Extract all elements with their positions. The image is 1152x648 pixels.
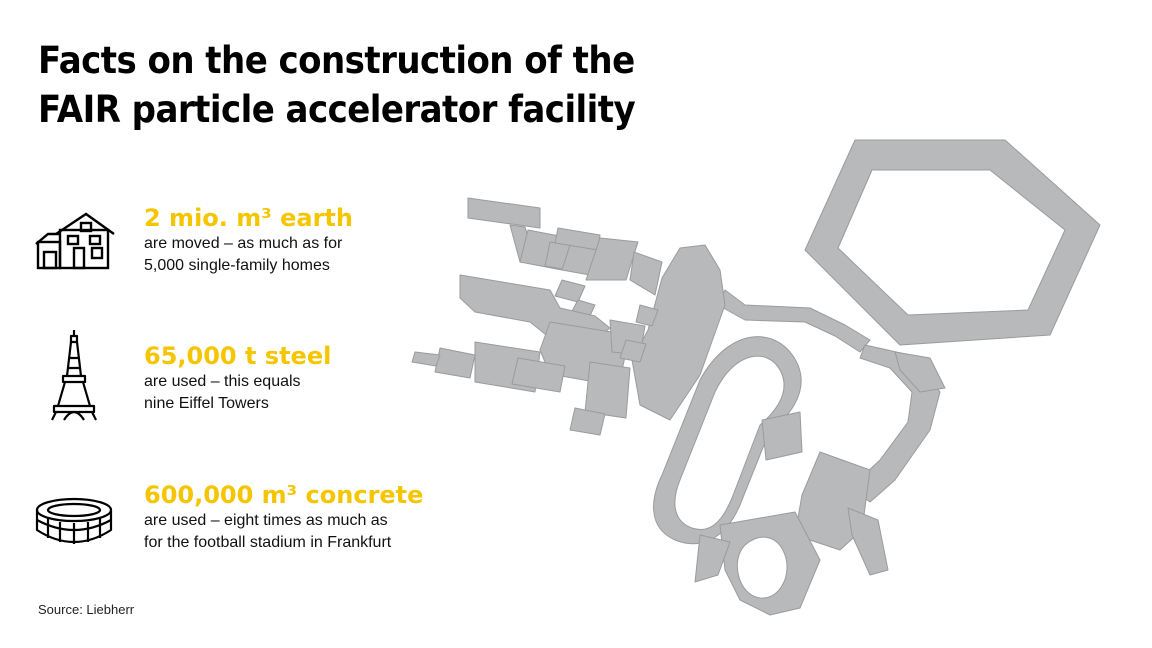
campus-building [511,357,566,393]
fact-description: are used – eight times as much as for th… [144,512,392,551]
fact-headline: 2 mio. m³ earth [144,204,353,232]
campus-building [635,304,659,327]
campus-building [629,251,663,296]
eiffel-tower-icon [50,328,98,422]
lower-spur [694,534,731,583]
lower-hall-east [847,507,889,576]
fact-headline: 600,000 m³ concrete [144,481,424,509]
page-title: Facts on the construction of the FAIR pa… [38,36,664,134]
lower-loop [719,511,821,616]
campus-building [585,237,639,281]
campus-building [584,361,631,419]
fact-concrete: 600,000 m³ concrete are used – eight tim… [144,480,423,554]
transfer-building [761,411,803,461]
title-line-2: FAIR particle accelerator facility [38,88,636,131]
fact-steel: 65,000 t steel are used – this equals ni… [144,341,331,415]
fact-headline: 65,000 t steel [144,342,332,370]
facility-map-illustration [400,130,1120,635]
fact-description: are used – this equals nine Eiffel Tower… [144,373,301,412]
stadium-icon [34,496,114,546]
campus-building [619,339,647,363]
title-line-1: Facts on the construction of the [38,39,635,82]
campus-building [467,197,541,229]
upper-right-building [894,351,946,393]
ring-connector [717,289,871,353]
source-note: Source: Liebherr [38,602,135,617]
campus-building [411,351,441,367]
campus-building [554,279,586,303]
main-ring-track [804,139,1101,346]
campus-building [434,347,476,379]
campus-building [569,407,606,436]
house-icon [34,208,116,270]
fact-earth: 2 mio. m³ earth are moved – as much as f… [144,203,353,277]
fact-description: are moved – as much as for 5,000 single-… [144,235,343,274]
